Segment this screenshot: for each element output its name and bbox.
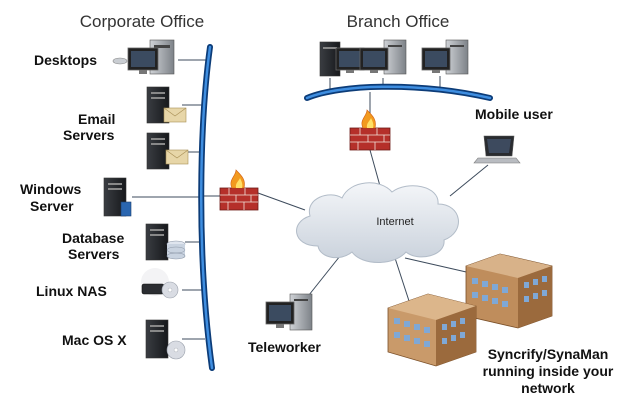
internet-label: Internet: [376, 216, 413, 228]
office-building-back-icon: [465, 253, 553, 329]
branch-desktop-3-icon: [421, 39, 469, 75]
syncrify-label-2: running inside your: [483, 363, 614, 379]
email-servers-label-2: Servers: [63, 127, 115, 143]
windows-server-label-2: Server: [30, 198, 74, 214]
branch-desktop-2-icon: [359, 39, 407, 75]
linux-nas-label: Linux NAS: [36, 283, 107, 299]
mac-os-x-label: Mac OS X: [62, 332, 127, 348]
corporate-office-title: Corporate Office: [80, 12, 204, 31]
internet-cloud-icon: [296, 182, 459, 263]
office-building-front-icon: [387, 293, 477, 367]
syncrify-label-1: Syncrify/SynaMan: [488, 346, 609, 362]
windows-server-label-1: Windows: [20, 181, 82, 197]
desktop-computer-icon: [112, 39, 175, 75]
database-server-icon: [145, 223, 186, 261]
internet-connectors: [257, 149, 489, 305]
database-servers-label-1: Database: [62, 230, 124, 246]
branch-connectors: [329, 76, 441, 118]
email-servers-label-1: Email: [78, 111, 115, 127]
branch-office-title: Branch Office: [347, 12, 450, 31]
email-server-icon: [146, 86, 187, 124]
branch-firewall-icon: [349, 109, 391, 151]
mobile-user-label: Mobile user: [475, 106, 553, 122]
database-servers-label-2: Servers: [68, 246, 120, 262]
desktops-label: Desktops: [34, 52, 97, 68]
email-server-2-icon: [146, 132, 189, 170]
laptop-icon: [473, 135, 521, 164]
branch-desktop-1-icon: [319, 41, 365, 77]
teleworker-label: Teleworker: [248, 339, 321, 355]
syncrify-label-3: network: [521, 380, 575, 396]
windows-server-icon: [103, 177, 132, 217]
mac-server-icon: [145, 319, 186, 360]
linux-nas-icon: [141, 268, 179, 299]
firewall-icon: [219, 169, 259, 211]
teleworker-computer-icon: [265, 293, 313, 331]
corporate-connectors: [132, 59, 222, 340]
